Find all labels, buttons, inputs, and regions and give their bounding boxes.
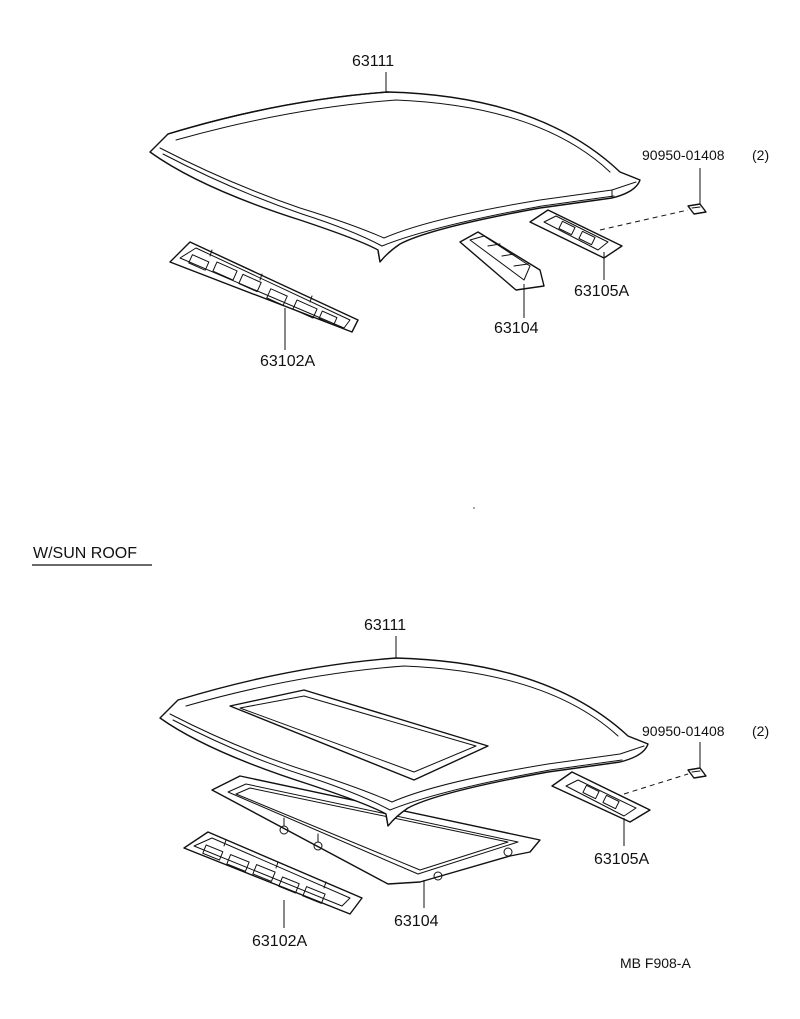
rear-reinforcement-bottom bbox=[551, 771, 651, 823]
section-heading-group: W/SUN ROOF bbox=[32, 545, 152, 566]
sunroof-frame-label-bottom: 63104 bbox=[394, 913, 439, 930]
front-reinforcement-bottom bbox=[183, 831, 363, 915]
front-reinforcement-label-bottom: 63102A bbox=[252, 933, 307, 950]
clip-label-top: 90950-01408 bbox=[642, 147, 725, 163]
clip-qty-label-bottom: (2) bbox=[752, 723, 769, 739]
top-diagram: 63111 90950-01408 (2) 63105A 63104 63102… bbox=[149, 53, 769, 370]
clip-top bbox=[687, 203, 707, 215]
clip-bottom bbox=[687, 767, 707, 779]
bottom-diagram: 63111 90950-01408 (2) 63105A 63104 63102… bbox=[159, 617, 769, 950]
figure-code: MB F908-A bbox=[620, 955, 691, 971]
center-reinforcement-label-top: 63104 bbox=[494, 320, 539, 337]
roof-panel-label-top: 63111 bbox=[352, 53, 394, 70]
front-reinforcement-label-top: 63102A bbox=[260, 353, 315, 370]
sunroof-frame-bottom bbox=[211, 775, 541, 885]
front-reinforcement-top bbox=[169, 241, 359, 333]
roof-panel-label-bottom: 63111 bbox=[364, 617, 406, 634]
rear-reinforcement-label-top: 63105A bbox=[574, 283, 629, 300]
roof-panel-top bbox=[149, 91, 641, 263]
roof-panel-bottom bbox=[159, 657, 649, 827]
clip-label-bottom: 90950-01408 bbox=[642, 723, 725, 739]
scan-speck bbox=[473, 507, 475, 509]
center-reinforcement-top bbox=[459, 231, 545, 291]
rear-reinforcement-label-bottom: 63105A bbox=[594, 851, 649, 868]
rear-reinforcement-top bbox=[529, 209, 623, 259]
section-heading: W/SUN ROOF bbox=[33, 545, 137, 562]
clip-qty-label-top: (2) bbox=[752, 147, 769, 163]
